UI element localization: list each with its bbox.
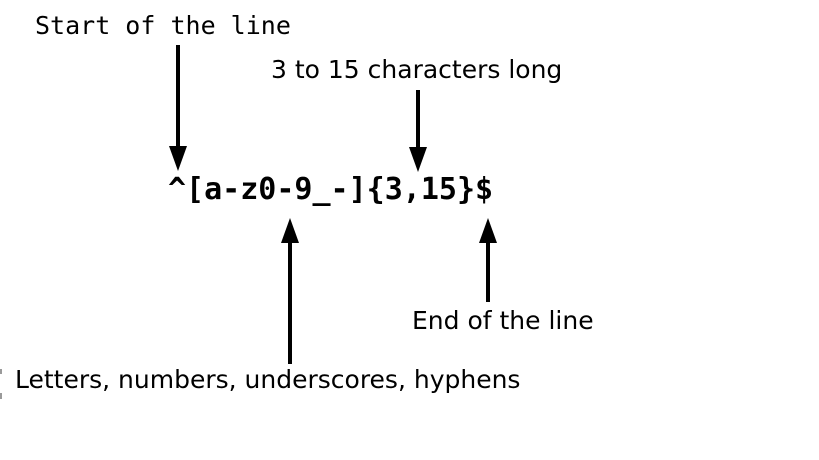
arrow-up-icon [281, 218, 299, 364]
length-quantifier-label: 3 to 15 characters long [271, 55, 563, 84]
crop-artifact [0, 369, 2, 374]
character-class-label: Letters, numbers, underscores, hyphens [15, 365, 521, 394]
arrow-down-icon [409, 90, 427, 172]
arrow-up-icon [479, 218, 497, 302]
arrow-down-icon [169, 45, 187, 171]
start-of-line-label: Start of the line [35, 11, 291, 40]
crop-artifact [0, 393, 2, 399]
end-of-line-label: End of the line [412, 306, 594, 335]
regex-pattern-text: ^[a-z0-9_-]{3,15}$ [168, 172, 494, 207]
